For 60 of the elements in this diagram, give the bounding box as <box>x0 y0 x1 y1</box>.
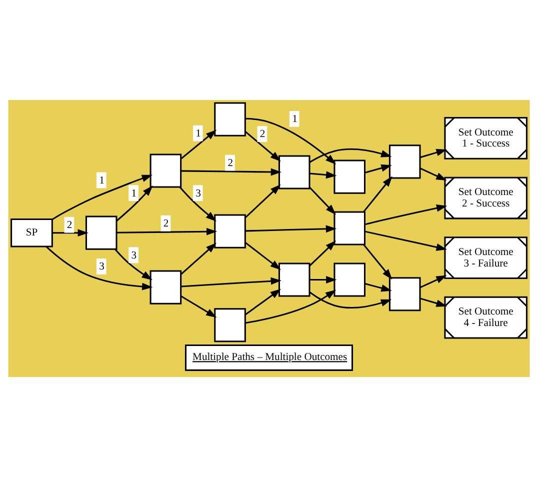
arrow <box>420 298 447 307</box>
edge-label: 3 <box>131 250 137 262</box>
arrow <box>244 131 281 162</box>
arrow <box>180 277 282 288</box>
arrow <box>114 248 152 280</box>
arrow <box>309 148 392 163</box>
arrow <box>364 282 392 292</box>
node-box <box>85 216 118 250</box>
arrow <box>52 174 153 220</box>
arrow <box>420 148 447 158</box>
node-box <box>334 262 366 297</box>
arrow <box>363 176 392 212</box>
node-box <box>388 144 421 179</box>
arrow <box>308 186 336 215</box>
edge-label: 1 <box>131 188 137 200</box>
arrow <box>308 240 336 266</box>
arrow <box>179 186 216 222</box>
edge-label: 1 <box>196 128 201 140</box>
arrow <box>310 276 337 284</box>
arrow <box>116 228 218 236</box>
edge-label: 2 <box>66 220 72 232</box>
edge-label: 2 <box>260 129 266 140</box>
arrow <box>309 292 392 308</box>
arrow <box>245 225 337 233</box>
arrow <box>364 164 392 174</box>
arrow <box>180 130 217 160</box>
node-box <box>388 277 421 312</box>
arrow <box>309 171 337 179</box>
edge-label: 2 <box>228 158 234 169</box>
arrow <box>180 295 217 318</box>
node-box <box>278 262 310 297</box>
node-box <box>214 308 246 342</box>
edge-label: 2 <box>163 218 169 230</box>
arrow <box>363 244 392 280</box>
node-box <box>150 270 182 304</box>
edge-label: 1 <box>292 114 298 126</box>
edge-label: 3 <box>196 188 201 200</box>
arrow <box>116 185 153 222</box>
node-box: SP <box>10 218 53 248</box>
node-box <box>214 102 246 136</box>
arrow <box>364 230 448 251</box>
arrow <box>181 168 282 176</box>
caption: Multiple Paths – Multiple Outcomes <box>192 352 348 364</box>
arrow <box>420 275 447 288</box>
arrow <box>364 204 448 226</box>
node-box <box>334 160 366 194</box>
arrow <box>245 118 336 164</box>
arrow <box>180 242 216 275</box>
arrow <box>244 184 281 218</box>
node-box <box>214 214 246 248</box>
node-box <box>278 155 310 190</box>
arrow <box>245 290 336 324</box>
node-box <box>150 154 182 188</box>
node-box <box>334 211 366 246</box>
arrow <box>244 242 281 270</box>
edge-label: 1 <box>99 175 104 186</box>
arrow <box>420 168 447 181</box>
edge-label: 3 <box>99 262 104 273</box>
arrow <box>244 288 281 316</box>
arrow <box>52 229 88 237</box>
